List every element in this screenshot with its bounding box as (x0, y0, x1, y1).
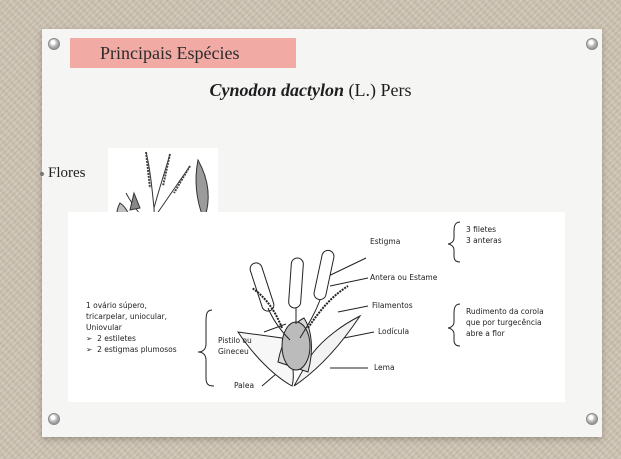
estigma-label: Estigma (370, 236, 400, 247)
species-heading: Cynodon dactylon (L.) Pers (0, 80, 621, 101)
species-author: (L.) Pers (344, 80, 411, 100)
pistil-label: Pistilo ou Gineceu (218, 335, 252, 357)
species-name: Cynodon dactylon (210, 80, 345, 100)
bullet-dot (40, 172, 44, 176)
lema-label: Lema (374, 362, 395, 373)
pin-icon (48, 413, 60, 425)
lodicule-note: Rudimento da corola que por turgecência … (466, 306, 544, 339)
flower-diagram: 1 ovário súpero, tricarpelar, uniocular,… (68, 212, 565, 402)
ovary-note: 1 ovário súpero, tricarpelar, uniocular,… (86, 300, 177, 355)
pin-icon (586, 413, 598, 425)
pin-icon (586, 38, 598, 50)
pin-icon (48, 38, 60, 50)
slide-title: Principais Espécies (70, 38, 296, 68)
bullet-flores: Flores (40, 165, 86, 182)
palea-label: Palea (234, 380, 254, 391)
lodicula-label: Lodícula (378, 326, 409, 337)
filamentos-label: Filamentos (372, 300, 413, 311)
stamen-note: 3 filetes 3 anteras (466, 224, 502, 246)
antera-label: Antera ou Estame (370, 272, 437, 283)
